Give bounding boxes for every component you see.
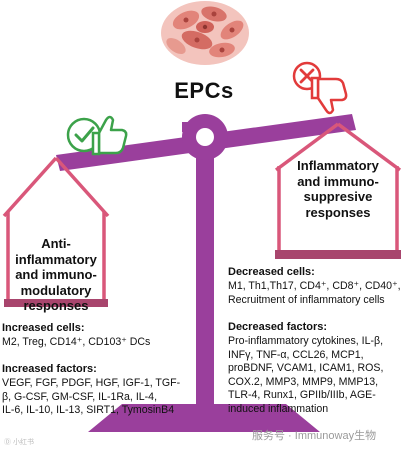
scale-pivot <box>182 114 228 160</box>
increased-cells-text: M2, Treg, CD14⁺, CD103⁺ DCs <box>2 336 151 348</box>
diagram-title: EPCs <box>174 78 234 103</box>
right-house-label: Inflammatory and immuno- suppresive resp… <box>297 158 379 220</box>
cells-illustration-icon <box>161 1 249 65</box>
increased-cells-heading: Increased cells: <box>2 322 85 334</box>
decreased-factors-heading: Decreased factors: <box>228 321 328 333</box>
increased-factors-text: VEGF, FGF, PDGF, HGF, IGF-1, TGF- β, G-C… <box>2 377 181 417</box>
watermark-right: 服务号 · Immunoway生物 <box>252 430 377 442</box>
decreased-cells-heading: Decreased cells: <box>228 266 315 278</box>
thumbs-up-check-icon <box>66 115 128 156</box>
watermark-left: Ⓓ 小红书 <box>4 439 34 446</box>
decreased-cells-text: M1, Th1,Th17, CD4⁺, CD8⁺, CD40⁺, Recruit… <box>228 280 401 306</box>
decreased-factors-text: Pro-inflammatory cytokines, IL-β, INFγ, … <box>228 335 384 415</box>
left-house-label: Anti-inflammatory and immuno- modulatory… <box>15 236 97 313</box>
scale-base <box>88 140 320 432</box>
left-pan-house <box>2 156 110 307</box>
right-pan-house <box>274 122 402 259</box>
thumbs-down-cross-icon <box>292 61 348 115</box>
increased-factors-heading: Increased factors: <box>2 363 97 375</box>
